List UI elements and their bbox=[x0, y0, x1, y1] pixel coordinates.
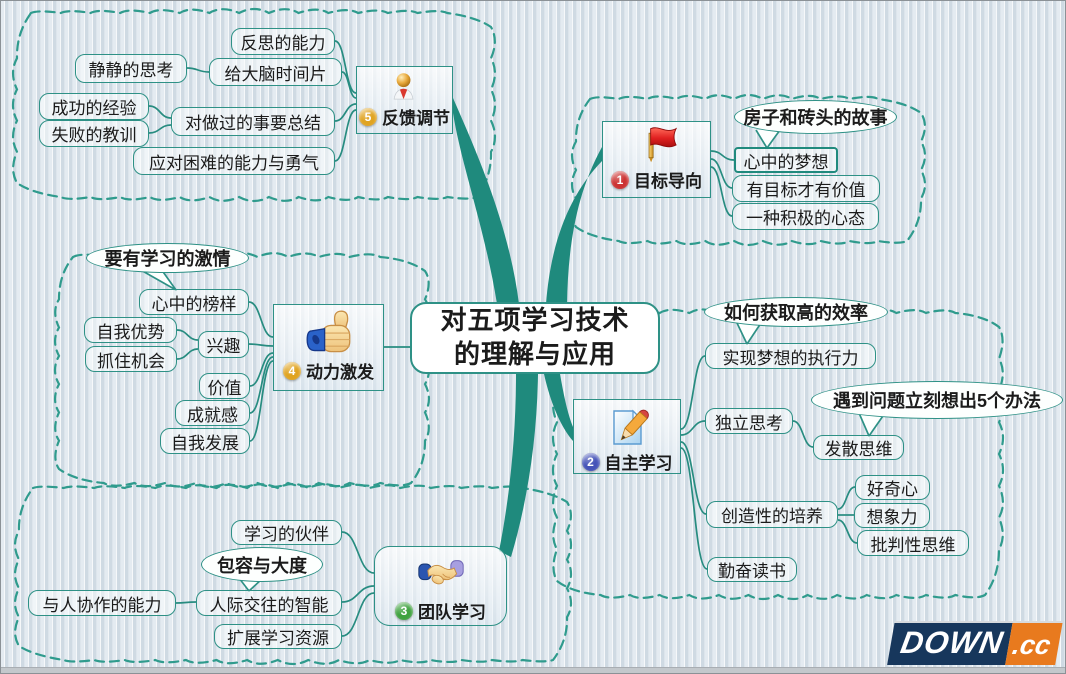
callout-house-bricks-story[interactable]: 房子和砖头的故事 bbox=[734, 100, 897, 134]
subtopic-summarize-done-things[interactable]: 对做过的事要总结 bbox=[171, 107, 335, 136]
thumbs-up-icon bbox=[305, 308, 353, 356]
main-topic-label: 自主学习 bbox=[604, 454, 673, 473]
main-topic-label: 反馈调节 bbox=[382, 109, 450, 128]
subtopic-success-experience[interactable]: 成功的经验 bbox=[39, 93, 149, 120]
subtopic-quiet-thinking[interactable]: 静静的思考 bbox=[75, 54, 187, 83]
subtopic-divergent-thinking[interactable]: 发散思维 bbox=[813, 435, 904, 460]
watermark-tld: .cc bbox=[1005, 623, 1063, 665]
callout-learning-passion[interactable]: 要有学习的激情 bbox=[86, 243, 249, 273]
subtopic-role-model[interactable]: 心中的榜样 bbox=[139, 289, 249, 315]
subtopic-value[interactable]: 价值 bbox=[199, 373, 250, 399]
subtopic-diligent-reading[interactable]: 勤奋读书 bbox=[707, 557, 797, 582]
subtopic-seize-opportunity[interactable]: 抓住机会 bbox=[85, 346, 177, 372]
main-topic-motivation[interactable]: 4 动力激发 bbox=[273, 304, 384, 391]
subtopic-reflection-ability[interactable]: 反思的能力 bbox=[231, 28, 335, 55]
person-icon bbox=[389, 70, 421, 102]
document-pencil-icon bbox=[605, 403, 649, 447]
bottom-edge-bar bbox=[1, 667, 1065, 673]
flag-icon bbox=[637, 125, 677, 165]
subtopic-achievement[interactable]: 成就感 bbox=[175, 400, 250, 426]
handshake-icon bbox=[417, 550, 464, 596]
subtopic-goal-gives-value[interactable]: 有目标才有价值 bbox=[732, 175, 880, 202]
number-badge: 3 bbox=[395, 601, 413, 620]
number-badge: 1 bbox=[611, 170, 629, 189]
number-badge: 4 bbox=[283, 361, 301, 380]
callout-tolerance[interactable]: 包容与大度 bbox=[201, 547, 323, 582]
subtopic-interest[interactable]: 兴趣 bbox=[198, 331, 249, 358]
subtopic-expand-resources[interactable]: 扩展学习资源 bbox=[214, 624, 342, 649]
main-topic-label: 目标导向 bbox=[634, 172, 702, 191]
subtopic-independent-thinking[interactable]: 独立思考 bbox=[705, 408, 793, 434]
central-topic[interactable]: 对五项学习技术的理解与应用 bbox=[410, 302, 660, 374]
down-cc-watermark: DOWN .cc bbox=[887, 621, 1063, 665]
subtopic-give-brain-time[interactable]: 给大脑时间片 bbox=[209, 58, 342, 86]
callout-high-efficiency[interactable]: 如何获取高的效率 bbox=[704, 297, 888, 327]
subtopic-learning-partners[interactable]: 学习的伙伴 bbox=[231, 520, 342, 545]
subtopic-failure-lessons[interactable]: 失败的教训 bbox=[39, 120, 149, 147]
main-topic-label: 团队学习 bbox=[418, 603, 486, 622]
subtopic-imagination[interactable]: 想象力 bbox=[854, 503, 930, 528]
subtopic-execution-of-dreams[interactable]: 实现梦想的执行力 bbox=[705, 343, 876, 369]
watermark-name: DOWN bbox=[887, 623, 1013, 665]
subtopic-interpersonal-intelligence[interactable]: 人际交往的智能 bbox=[196, 590, 342, 616]
subtopic-creativity-cultivation[interactable]: 创造性的培养 bbox=[706, 501, 838, 528]
callout-five-solutions[interactable]: 遇到问题立刻想出5个办法 bbox=[811, 381, 1063, 419]
main-topic-label: 动力激发 bbox=[306, 363, 374, 382]
central-topic-line: 的理解与应用 bbox=[453, 339, 616, 369]
central-topic-line: 对五项学习技术 bbox=[440, 305, 630, 336]
subtopic-collaboration-ability[interactable]: 与人协作的能力 bbox=[28, 590, 176, 616]
number-badge: 2 bbox=[581, 452, 600, 471]
number-badge: 5 bbox=[359, 107, 377, 126]
subtopic-self-development[interactable]: 自我发展 bbox=[160, 428, 250, 454]
main-topic-goal-orientation[interactable]: 1 目标导向 bbox=[602, 121, 711, 198]
subtopic-curiosity[interactable]: 好奇心 bbox=[855, 475, 930, 500]
main-topic-team-learning[interactable]: 3 团队学习 bbox=[374, 546, 507, 626]
subtopic-courage-facing-difficulty[interactable]: 应对困难的能力与勇气 bbox=[133, 147, 335, 175]
subtopic-critical-thinking[interactable]: 批判性思维 bbox=[857, 530, 969, 556]
subtopic-dream-in-heart[interactable]: 心中的梦想 bbox=[734, 147, 838, 173]
subtopic-positive-mindset[interactable]: 一种积极的心态 bbox=[732, 203, 879, 230]
subtopic-self-strengths[interactable]: 自我优势 bbox=[84, 317, 177, 343]
main-topic-feedback[interactable]: 5 反馈调节 bbox=[356, 66, 453, 134]
